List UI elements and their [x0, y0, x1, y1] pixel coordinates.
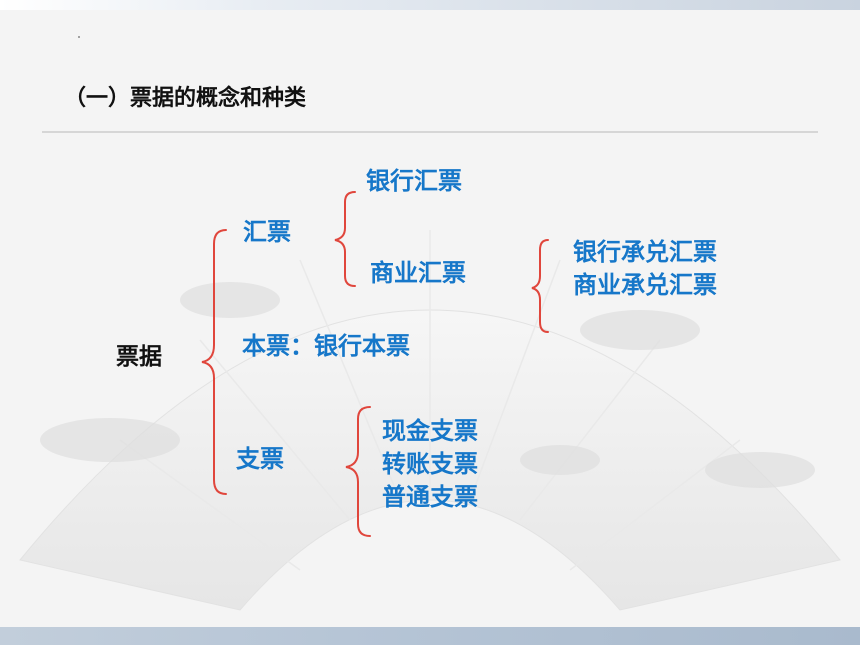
cheque-brace [345, 406, 371, 537]
cheque-types: 现金支票 转账支票 普通支票 [382, 415, 478, 514]
fan-background-image [19, 230, 841, 611]
trade-acceptance-draft-label: 商业承兑汇票 [573, 271, 717, 299]
bank-draft-label: 银行汇票 [366, 167, 462, 195]
slide-title: （一）票据的概念和种类 [64, 86, 307, 111]
root-brace [201, 229, 227, 495]
slide-dot [78, 36, 80, 38]
top-decor-bar [0, 0, 860, 10]
title-divider [42, 131, 818, 133]
root-label: 票据 [116, 344, 162, 370]
bank-acceptance-draft-label: 银行承兑汇票 [573, 238, 717, 266]
draft-brace [334, 191, 356, 287]
bottom-decor-bar [0, 627, 860, 645]
transfer-cheque-label: 转账支票 [382, 450, 478, 478]
commercial-draft-label: 商业汇票 [370, 259, 466, 287]
cheque-label: 支票 [236, 445, 284, 473]
commercial-draft-types: 银行承兑汇票 商业承兑汇票 [573, 236, 717, 302]
commercial-brace [531, 239, 549, 333]
cash-cheque-label: 现金支票 [382, 417, 478, 445]
promissory-note-label: 本票：银行本票 [242, 332, 410, 360]
general-cheque-label: 普通支票 [382, 483, 478, 511]
draft-label: 汇票 [243, 218, 291, 246]
